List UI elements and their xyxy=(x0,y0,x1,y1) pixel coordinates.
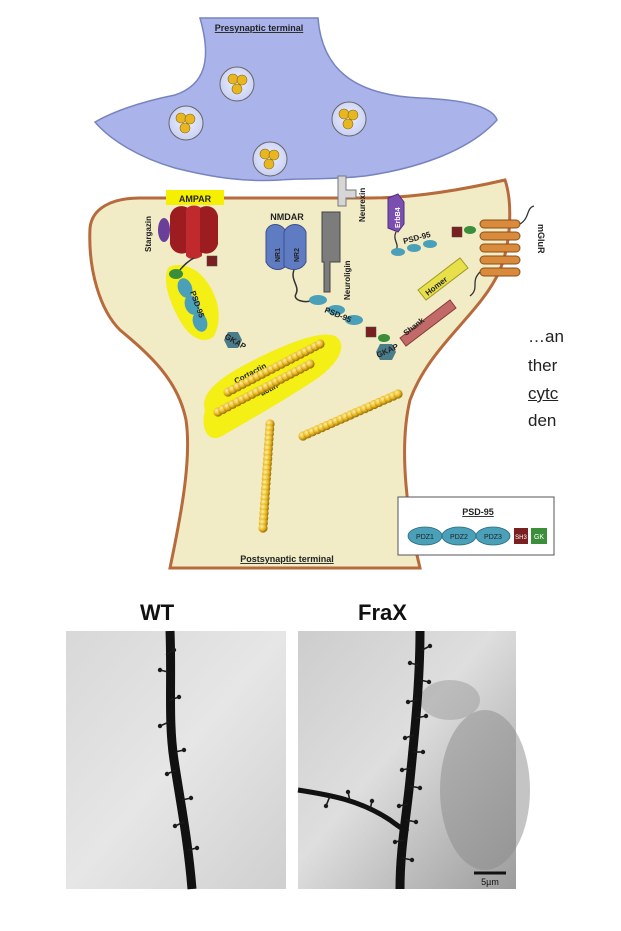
spine-head xyxy=(402,735,408,741)
vesicle xyxy=(219,66,255,102)
spine-head xyxy=(171,647,177,653)
actin-bead xyxy=(305,359,315,369)
spine-head xyxy=(369,798,375,804)
spine-head xyxy=(188,795,194,801)
legend-pdz3: PDZ3 xyxy=(484,534,502,541)
spine-head xyxy=(426,679,432,685)
frax-micrograph: 5µm xyxy=(297,630,530,890)
vesicle xyxy=(252,141,288,177)
neurexin-label: Neurexin xyxy=(358,188,367,222)
frax-dendritic-spines xyxy=(323,643,433,863)
spine-head xyxy=(323,803,329,809)
spine-head xyxy=(420,749,426,755)
side-text-line4: den xyxy=(528,411,557,430)
wt-micrograph xyxy=(66,630,286,890)
spine-head xyxy=(157,723,163,729)
wt-dendritic-spines xyxy=(157,647,200,851)
synaptic-vesicles xyxy=(168,66,367,177)
spine-head xyxy=(157,667,163,673)
presynaptic-terminal: Presynaptic terminal xyxy=(93,17,498,182)
erbb4-label: ErbB4 xyxy=(395,207,402,228)
spine-head xyxy=(396,803,402,809)
scale-bar-label: 5µm xyxy=(481,877,499,887)
mglur-label: mGluR xyxy=(536,224,546,254)
mglur-receptor: mGluR xyxy=(469,205,546,297)
spine-head xyxy=(392,839,398,845)
neuroligin-label: Neuroligin xyxy=(343,260,352,300)
legend-gk: GK xyxy=(534,534,544,541)
ampar-highlight xyxy=(166,190,224,205)
spine-head xyxy=(423,713,429,719)
nmdar-receptor: NMDAR NR1 NR2 xyxy=(265,212,313,303)
vesicle xyxy=(331,101,367,137)
spine-head xyxy=(194,845,200,851)
wt-title: WT xyxy=(140,600,175,625)
side-text-line3: cytc xyxy=(528,384,559,403)
neurexin-neuroligin: Neurexin Neuroligin xyxy=(321,175,367,300)
spine-head xyxy=(407,660,413,666)
spine-head xyxy=(164,771,170,777)
spine-head xyxy=(405,699,411,705)
spine-head xyxy=(399,767,405,773)
nr2-label: NR2 xyxy=(294,248,301,262)
legend-pdz2: PDZ2 xyxy=(450,534,468,541)
spine-head xyxy=(417,785,423,791)
actin-bead xyxy=(393,389,403,399)
spine-head xyxy=(176,694,182,700)
actin-bead xyxy=(315,339,325,349)
side-text-line1: …an xyxy=(528,327,564,346)
spine-head xyxy=(413,819,419,825)
actin-filaments xyxy=(213,339,403,533)
stargazin-label: Stargazin xyxy=(144,216,153,252)
spine-head xyxy=(409,857,415,863)
postsynaptic-label: Postsynaptic terminal xyxy=(240,554,334,564)
spine-head xyxy=(181,747,187,753)
presynaptic-label: Presynaptic terminal xyxy=(215,23,304,33)
nmdar-label: NMDAR xyxy=(270,212,304,222)
spine-head xyxy=(345,789,351,795)
ampar-label: AMPAR xyxy=(179,194,212,204)
frax-title: FraX xyxy=(358,600,407,625)
legend-pdz1: PDZ1 xyxy=(416,534,434,541)
legend-title: PSD-95 xyxy=(462,507,494,517)
psd95-legend: PSD-95 PDZ1 PDZ2 PDZ3 SH3 GK xyxy=(397,496,555,556)
ampar-receptor: AMPAR Stargazin xyxy=(144,194,218,267)
spine-head xyxy=(427,643,433,649)
side-text-line2: ther xyxy=(528,356,558,375)
vesicle xyxy=(168,105,204,141)
nr1-label: NR1 xyxy=(275,248,282,262)
legend-sh3: SH3 xyxy=(515,535,527,541)
spine-head xyxy=(172,823,178,829)
actin-bead xyxy=(258,523,268,533)
